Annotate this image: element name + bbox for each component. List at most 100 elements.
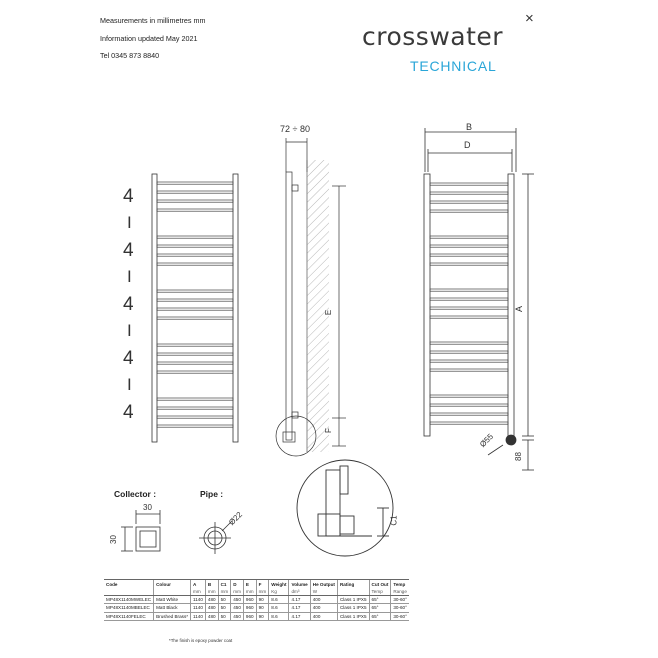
bar-group-label: 4 xyxy=(123,186,134,207)
table-cell: B xyxy=(204,579,219,588)
towel-bar xyxy=(429,244,509,248)
table-cell: Weight xyxy=(268,579,289,588)
side-height-label: E xyxy=(324,309,334,316)
table-cell: Volume xyxy=(288,579,311,588)
towel-bar xyxy=(429,306,509,310)
towel-bar xyxy=(156,190,234,194)
towel-bar xyxy=(156,253,234,257)
bar-group-label: 4 xyxy=(123,348,134,369)
table-cell: 65° xyxy=(368,603,391,613)
towel-bar xyxy=(156,361,234,365)
towel-bar xyxy=(156,199,234,203)
brand-logo: crosswater xyxy=(362,22,504,51)
table-cell: Matt Black xyxy=(153,603,191,613)
table-cell: 1140 xyxy=(190,603,206,613)
towel-bar xyxy=(156,181,234,185)
table-cell: mm xyxy=(190,588,206,597)
table-cell: mm xyxy=(217,588,231,597)
pipe-connector xyxy=(505,434,517,446)
table-cell: 480 xyxy=(204,603,219,613)
table-cell: Brushed Brass* xyxy=(153,612,191,621)
detail-c1-label: C1 xyxy=(389,515,399,526)
detail-pipe xyxy=(339,465,349,495)
towel-bar xyxy=(156,316,234,320)
towel-bar xyxy=(429,359,509,363)
side-bracket-top xyxy=(291,184,299,192)
header-updated: Information updated May 2021 xyxy=(100,34,198,43)
width-outer-label: B xyxy=(466,122,473,132)
bar-group-separator: I xyxy=(127,375,132,394)
table-cell: Matt White xyxy=(153,595,191,605)
table-cell: 1140 xyxy=(190,612,206,621)
table-cell: E xyxy=(242,579,257,588)
towel-bar xyxy=(156,352,234,356)
height-label: A xyxy=(514,305,525,313)
wall-hatch xyxy=(307,160,329,452)
towel-bar xyxy=(156,397,234,401)
table-cell: Temp xyxy=(368,588,391,597)
front-bars xyxy=(156,181,234,428)
table-cell: C1 xyxy=(217,579,231,588)
towel-bar xyxy=(429,341,509,345)
table-cell: mm xyxy=(255,588,269,597)
towel-bar xyxy=(156,424,234,428)
towel-bar xyxy=(156,244,234,248)
bottom-dim-label: 88 xyxy=(513,452,523,461)
table-cell: W xyxy=(309,588,338,597)
table-cell: 400 xyxy=(309,603,338,613)
table-cell: mm xyxy=(242,588,257,597)
collector-title: Collector : xyxy=(114,489,157,499)
table-cell: 8.6 xyxy=(268,612,289,621)
table-cell: 30-60° xyxy=(390,595,409,605)
table-cell: 8.6 xyxy=(268,603,289,613)
towel-bar xyxy=(429,403,509,407)
table-cell: Cut Out xyxy=(368,579,391,588)
detail-elbow xyxy=(339,515,355,535)
table-cell: 450 xyxy=(230,595,244,605)
towel-bar xyxy=(156,415,234,419)
table-cell: F xyxy=(255,579,269,588)
detail-valve xyxy=(317,513,341,537)
towel-bar xyxy=(429,288,509,292)
towel-bar xyxy=(156,307,234,311)
side-rail xyxy=(285,171,293,441)
bar-group-separator: I xyxy=(127,213,132,232)
collector-width: 30 xyxy=(143,503,152,512)
brand-subtitle: TECHNICAL xyxy=(410,58,497,74)
towel-bar xyxy=(156,370,234,374)
bar-group-separator: I xyxy=(127,321,132,340)
table-cell: 90 xyxy=(255,603,269,613)
towel-bar xyxy=(429,253,509,257)
table-cell: 65° xyxy=(368,612,391,621)
table-cell: 4.17 xyxy=(288,595,311,605)
side-view xyxy=(275,138,346,457)
table-cell: MP48X1140FELEC xyxy=(104,612,154,621)
towel-bar xyxy=(429,297,509,301)
table-cell: Class 1 IPX5 xyxy=(336,595,370,605)
table-cell: 480 xyxy=(204,595,219,605)
bar-group-label: 4 xyxy=(123,294,134,315)
towel-bar xyxy=(156,289,234,293)
header-phone: Tel 0345 873 8840 xyxy=(100,51,160,60)
detail-rail xyxy=(325,469,341,537)
table-cell: Kg xyxy=(268,588,289,597)
collector-inner xyxy=(139,530,157,548)
table-cell: 400 xyxy=(309,612,338,621)
towel-bar xyxy=(429,235,509,239)
table-cell: 90 xyxy=(255,612,269,621)
table-cell: A xyxy=(190,579,206,588)
collector-height: 30 xyxy=(108,535,118,544)
table-cell: 65° xyxy=(368,595,391,605)
table-cell: 4.17 xyxy=(288,603,311,613)
side-bracket-bottom xyxy=(291,411,299,419)
pipe-title: Pipe : xyxy=(200,489,224,499)
pipe-section xyxy=(199,520,233,554)
right-left-rail xyxy=(423,173,431,437)
towel-bar xyxy=(429,182,509,186)
